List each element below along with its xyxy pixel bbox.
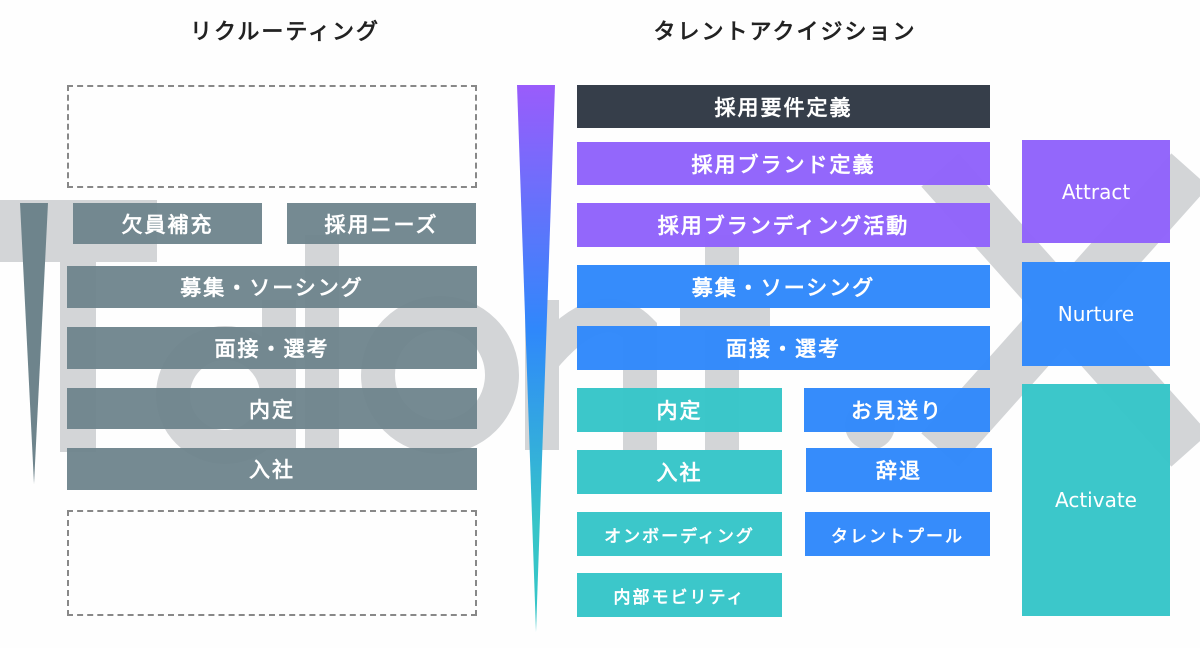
acquisition-step: 採用ブランディング活動 [577,203,990,247]
acquisition-step: 辞退 [806,448,992,492]
acquisition-step: 内定 [577,388,782,432]
acquisition-title: タレントアクイジション [653,20,917,45]
acquisition-step: 内部モビリティ [577,573,782,617]
recruiting-item: 採用ニーズ [287,203,476,244]
recruiting-item: 欠員補充 [73,203,262,244]
acquisition-step: 募集・ソーシング [577,265,990,308]
recruiting-item: 入社 [67,448,477,490]
acquisition-step: オンボーディング [577,512,782,556]
empty-placeholder-bottom [67,510,477,616]
empty-placeholder-top [67,85,477,188]
phase-activate: Activate [1022,384,1170,616]
recruiting-title: リクルーティング [189,20,381,45]
acquisition-step: 入社 [577,450,782,494]
acquisition-step: 採用ブランド定義 [577,142,990,185]
acquisition-funnel-triangle [517,85,555,632]
phase-attract: Attract [1022,140,1170,243]
acquisition-step: 面接・選考 [577,326,990,370]
recruiting-item: 募集・ソーシング [67,266,477,308]
acquisition-step: 採用要件定義 [577,85,990,128]
phase-nurture: Nurture [1022,262,1170,366]
acquisition-step: お見送り [804,388,990,432]
recruiting-item: 内定 [67,388,477,429]
recruiting-item: 面接・選考 [67,327,477,369]
acquisition-step: タレントプール [805,512,990,556]
recruiting-funnel-triangle [20,203,48,484]
